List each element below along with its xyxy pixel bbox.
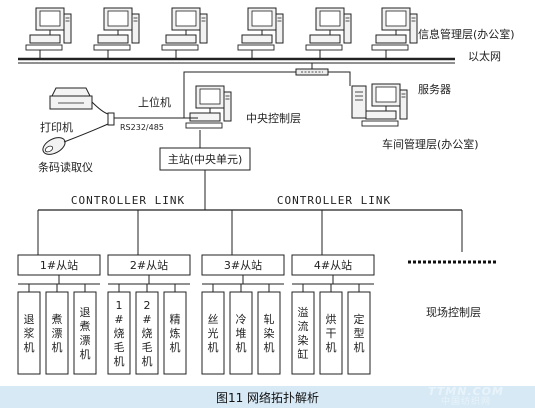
server-icon: [351, 83, 408, 127]
machine-label: 1#烧毛机: [114, 299, 125, 368]
slave-station-label: 4#从站: [314, 258, 352, 272]
machine-label: 2#烧毛机: [142, 299, 153, 368]
central-control-layer-label: 中央控制层: [246, 111, 301, 125]
machine-box: [291, 291, 315, 375]
office-computer-icon: [237, 7, 284, 51]
network-hub-icon: [295, 63, 329, 76]
workshop-management-layer-label: 车间管理层(办公室): [382, 137, 479, 151]
watermark-logo: TTMN.COM 中国纺织网: [411, 385, 521, 407]
machine-label: 丝光机: [208, 313, 219, 354]
slave-station-label: 3#从站: [224, 258, 262, 272]
upper-pc-icon: [185, 85, 232, 129]
slave-station-label: 1#从站: [40, 258, 78, 272]
machine-label: 轧染机: [264, 312, 275, 354]
printer-label: 打印机: [40, 120, 73, 134]
office-drop-lines: [39, 50, 387, 59]
caption-bar: 图11 网络拓扑解析 TTMN.COM 中国纺织网: [0, 386, 535, 408]
hub-to-server-line: [328, 71, 351, 86]
machine-box: [319, 291, 343, 375]
machine-box: [17, 291, 41, 375]
watermark-top: TTMN.COM: [428, 385, 504, 398]
machine-box: [73, 291, 97, 375]
office-computer-icon: [25, 7, 72, 51]
figure-caption: 图11 网络拓扑解析: [215, 391, 320, 405]
machine-label: 冷堆机: [236, 313, 247, 354]
master-station-label: 主站(中央单元): [168, 152, 243, 166]
machine-box: [201, 291, 225, 375]
machine-label: 烘干机: [326, 312, 337, 354]
peripheral-cables: [63, 101, 198, 143]
network-topology-diagram: 信息管理层(办公室) 以太网 服务器 车间管理层(办公室) 上位机 中央控制层 …: [17, 7, 515, 375]
machine-label: 退煮漂机: [80, 306, 91, 361]
slave-station-label: 2#从站: [130, 258, 168, 272]
upper-pc-label: 上位机: [138, 95, 171, 109]
watermark-bottom: 中国纺织网: [440, 397, 491, 407]
server-label: 服务器: [418, 83, 451, 96]
machine-label: 溢流染缸: [298, 305, 309, 361]
machine-label: 退浆机: [24, 313, 35, 354]
bus-drop-lines: [37, 210, 463, 255]
controller-link-left-label: CONTROLLER LINK: [71, 194, 185, 207]
controller-link-right-label: CONTROLLER LINK: [277, 194, 391, 207]
field-control-layer-label: 现场控制层: [426, 305, 481, 319]
machine-box: [135, 291, 159, 375]
rs-link-label: RS232/485: [120, 123, 164, 132]
office-computer-icon: [371, 7, 418, 51]
office-computer-icon: [93, 7, 140, 51]
office-computer-icon: [305, 7, 352, 51]
info-management-layer-label: 信息管理层(办公室): [418, 27, 515, 41]
machine-box: [163, 291, 187, 375]
machine-label: 精炼机: [170, 313, 181, 354]
hub-to-upper-pc-line: [183, 71, 296, 118]
machine-box: [229, 291, 253, 375]
printer-icon: [49, 87, 93, 110]
machine-box: [257, 291, 281, 375]
machine-box: [45, 291, 69, 375]
machine-box: [107, 291, 131, 375]
barcode-reader-label: 条码读取仪: [38, 160, 93, 174]
machine-label: 定型机: [354, 312, 365, 354]
ethernet-label: 以太网: [468, 50, 501, 63]
office-computers: [25, 7, 418, 51]
machine-box: [347, 291, 371, 375]
machine-label: 煮漂机: [52, 313, 63, 354]
barcode-reader-icon: [42, 137, 66, 155]
office-computer-icon: [161, 7, 208, 51]
